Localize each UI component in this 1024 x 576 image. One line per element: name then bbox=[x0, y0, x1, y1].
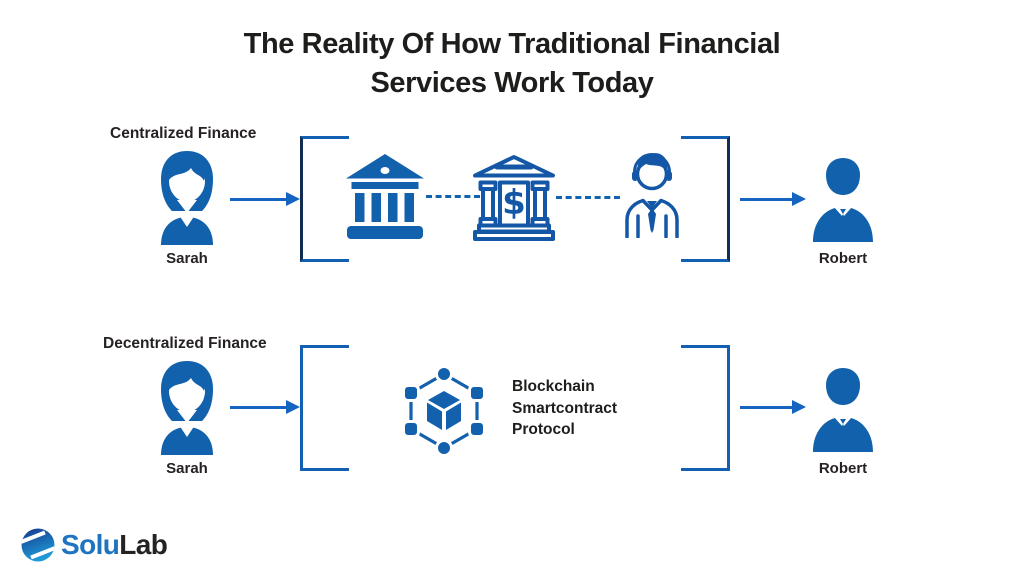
sender-name: Sarah bbox=[166, 460, 208, 477]
solulab-logo-icon bbox=[20, 527, 56, 563]
arrow-right bbox=[740, 198, 793, 201]
sender-name: Sarah bbox=[166, 250, 208, 267]
page-title-line2: Services Work Today bbox=[370, 67, 654, 99]
blockchain-caption-line2: Smartcontract bbox=[512, 399, 618, 417]
bracket-left bbox=[300, 136, 349, 262]
blockchain-icon bbox=[397, 364, 491, 458]
bracket-right bbox=[681, 345, 730, 471]
logo-text-lab: Lab bbox=[119, 529, 168, 560]
arrow-right-head bbox=[792, 192, 806, 206]
man-user-icon bbox=[810, 366, 876, 452]
page-title-line1: The Reality Of How Traditional Financial bbox=[243, 28, 781, 60]
arrow-right-head bbox=[792, 400, 806, 414]
receiver-name: Robert bbox=[818, 250, 868, 267]
woman-user-icon bbox=[155, 150, 219, 245]
woman-user-icon bbox=[155, 360, 219, 455]
blockchain-caption: Blockchain Smartcontract Protocol bbox=[512, 376, 617, 441]
bracket-left bbox=[300, 345, 349, 471]
decentralized-finance-label: Decentralized Finance bbox=[103, 335, 267, 352]
dashed-connector bbox=[426, 195, 480, 198]
support-agent-icon bbox=[618, 149, 686, 238]
arrow-right bbox=[230, 406, 288, 409]
arrow-right-head bbox=[286, 192, 300, 206]
dashed-connector bbox=[556, 196, 620, 199]
arrow-right bbox=[740, 406, 793, 409]
centralized-finance-label: Centralized Finance bbox=[110, 125, 257, 142]
man-user-icon bbox=[810, 156, 876, 242]
logo-text-solu: Solu bbox=[61, 529, 120, 560]
blockchain-caption-line3: Protocol bbox=[512, 421, 575, 438]
bank-dollar-icon: $ bbox=[470, 153, 558, 241]
arrow-right-head bbox=[286, 400, 300, 414]
bank-building-icon bbox=[343, 152, 427, 239]
receiver-name: Robert bbox=[818, 460, 868, 477]
page-title: The Reality Of How Traditional Financial… bbox=[0, 25, 1024, 103]
bracket-right bbox=[681, 136, 730, 262]
dollar-sign: $ bbox=[502, 183, 526, 223]
solulab-logo: SoluLab bbox=[20, 527, 168, 563]
blockchain-caption-line1: Blockchain bbox=[512, 378, 595, 395]
solulab-logo-text: SoluLab bbox=[61, 527, 168, 563]
arrow-right bbox=[230, 198, 288, 201]
